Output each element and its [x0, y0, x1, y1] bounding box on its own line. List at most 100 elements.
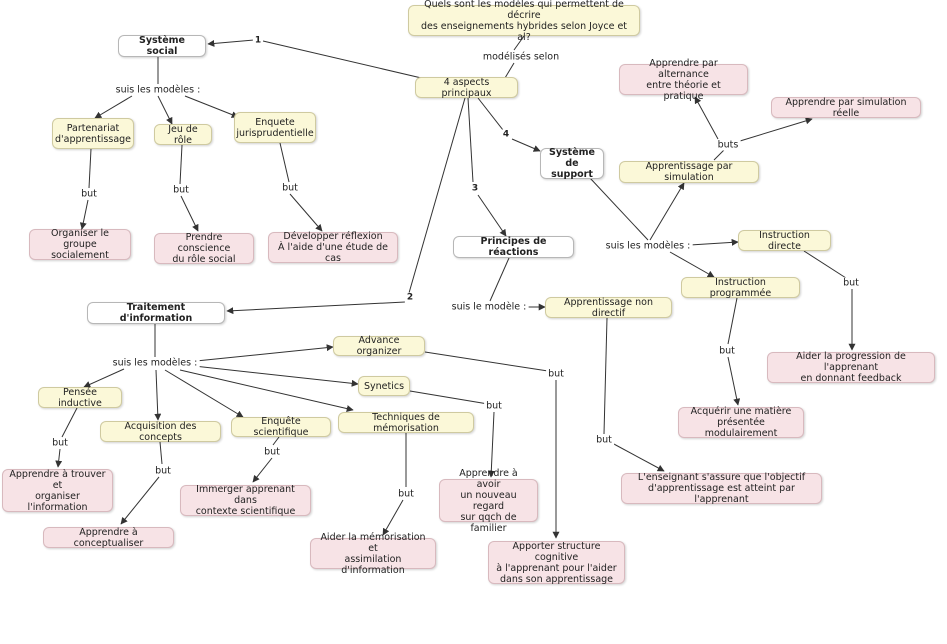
- link-aspects-num2: [408, 97, 466, 294]
- acquerir-matiere-node[interactable]: Acquérir une matière présentée modulaire…: [678, 406, 804, 439]
- link-support-suis: [589, 177, 649, 241]
- link-advance-but: [424, 351, 549, 372]
- partenariat-node[interactable]: Partenariat d'apprentissage: [52, 118, 134, 149]
- link-label-suis-social: suis les modèles :: [113, 84, 203, 96]
- link-but-immerger: [252, 457, 273, 483]
- link-pensee-but: [61, 407, 78, 438]
- link-buts-simreelle: [739, 117, 813, 142]
- link-number-1: 1: [252, 35, 264, 47]
- link-label-modelises-selon: modélisés selon: [480, 51, 562, 63]
- principes-reactions-node[interactable]: Principes de réactions: [453, 236, 574, 258]
- aider-progression-node[interactable]: Aider la progression de l'apprenant en d…: [767, 351, 935, 384]
- link-suis-directe: [689, 238, 739, 246]
- link-label-but-jeu: but: [171, 184, 191, 196]
- link-suis-simulation: [649, 182, 685, 241]
- link-but-regard: [487, 411, 495, 478]
- link-prog-but: [727, 297, 738, 345]
- apporter-structure-node[interactable]: Apporter structure cognitive à l'apprena…: [488, 541, 625, 585]
- link-label-suis-info: suis les modèles :: [110, 357, 200, 369]
- link-label-buts-simulation: buts: [715, 139, 741, 151]
- acquisition-concepts-node[interactable]: Acquisition des concepts: [100, 421, 221, 443]
- link-but-conceptualiser: [120, 476, 160, 525]
- organiser-groupe-node[interactable]: Organiser le groupe socialement: [29, 228, 131, 261]
- enseignant-assure-node[interactable]: L'enseignant s'assure que l'objectif d'a…: [621, 472, 822, 505]
- link-but-trouver: [55, 448, 63, 468]
- link-question-aspects-2: [504, 62, 515, 79]
- link-jeu-but: [179, 144, 183, 185]
- link-buts-alternance: [694, 96, 719, 140]
- link-label-but-directe: but: [841, 277, 861, 289]
- systeme-support-node[interactable]: Système de support: [540, 147, 604, 180]
- link-suis-enquete-sci: [164, 369, 244, 418]
- apprendre-conceptualiser-node[interactable]: Apprendre à conceptualiser: [43, 527, 174, 549]
- apprendre-trouver-node[interactable]: Apprendre à trouver et organiser l'infor…: [2, 469, 113, 513]
- link-label-but-advance: but: [546, 368, 566, 380]
- link-number-4: 4: [500, 129, 512, 141]
- app-alternance-node[interactable]: Apprendre par alternance entre théorie e…: [619, 58, 748, 102]
- synetics-node[interactable]: Synetics: [358, 376, 410, 396]
- link-label-but-non-directif: but: [594, 434, 614, 446]
- link-num3-principes: [477, 194, 507, 237]
- app-sim-reelle-node[interactable]: Apprendre par simulation réelle: [771, 97, 921, 119]
- link-label-but-enquete-sci: but: [262, 446, 282, 458]
- link-suis-techniques: [179, 369, 354, 412]
- link-number-3: 3: [469, 183, 481, 195]
- link-suis-advance: [195, 344, 334, 362]
- link-principes-suis: [489, 257, 510, 302]
- app-simulation-node[interactable]: Apprentissage par simulation: [619, 161, 759, 183]
- traitement-info-node[interactable]: Traitement d'information: [87, 302, 225, 324]
- link-suis-synetics: [193, 365, 359, 387]
- link-but-aider-memo: [382, 499, 404, 536]
- question-node[interactable]: Quels sont les modèles qui permettent de…: [408, 0, 640, 43]
- prendre-conscience-node[interactable]: Prendre conscience du rôle social: [154, 232, 254, 265]
- link-suis-acquisition: [154, 369, 162, 421]
- link-directe-but: [803, 250, 847, 279]
- link-but-developper: [289, 193, 323, 232]
- enquete-juris-node[interactable]: Enquete jurisprudentielle: [234, 112, 316, 143]
- link-suis-enquete: [184, 95, 239, 118]
- link-label-but-synetics: but: [484, 400, 504, 412]
- instruction-directe-node[interactable]: Instruction directe: [738, 230, 831, 252]
- link-acquisition-but: [159, 441, 163, 465]
- link-label-but-prog: but: [717, 345, 737, 357]
- link-label-suis-support: suis les modèles :: [603, 240, 693, 252]
- link-aspects-num3: [467, 97, 474, 183]
- systeme-social-node[interactable]: Système social: [118, 35, 206, 57]
- link-label-but-techniques: but: [396, 488, 416, 500]
- link-but-enseignant: [611, 442, 665, 472]
- link-enquete-but: [279, 142, 290, 183]
- immerger-node[interactable]: Immerger apprenant dans contexte scienti…: [180, 484, 311, 517]
- aider-memorisation-node[interactable]: Aider la mémorisation et assimilation d'…: [310, 532, 436, 576]
- techniques-memo-node[interactable]: Techniques de mémorisation: [338, 412, 474, 434]
- link-simulation-buts: [713, 149, 725, 161]
- enquete-scientifique-node[interactable]: Enquête scientifique: [231, 416, 331, 438]
- link-suis-partenariat: [94, 95, 133, 119]
- link-synetics-but: [409, 390, 489, 405]
- link-aspects-num1: [262, 40, 431, 81]
- link-num1-social: [207, 39, 255, 47]
- aspects-node[interactable]: 4 aspects principaux: [415, 77, 518, 99]
- instruction-prog-node[interactable]: Instruction programmée: [681, 277, 800, 299]
- advance-organizer-node[interactable]: Advance organizer: [333, 335, 425, 357]
- link-label-but-acquisition: but: [153, 465, 173, 477]
- link-label-but-partenariat: but: [79, 188, 99, 200]
- link-enquete-sci-but: [272, 436, 280, 446]
- link-label-suis-le-modele: suis le modèle :: [449, 301, 529, 313]
- link-num4-support: [511, 138, 541, 152]
- link-num2-traitement: [226, 301, 406, 315]
- apprendre-regard-node[interactable]: Apprendre à avoir un nouveau regard sur …: [439, 468, 538, 534]
- app-non-directif-node[interactable]: Apprentissage non directif: [545, 297, 672, 319]
- link-suis-jeu: [157, 95, 173, 125]
- link-label-but-pensee: but: [50, 437, 70, 449]
- link-suis-prog: [669, 251, 715, 278]
- link-but-acquerir: [727, 356, 741, 406]
- link-label-but-enquete: but: [280, 182, 300, 194]
- jeu-role-node[interactable]: Jeu de rôle: [154, 124, 212, 146]
- link-aspects-num4: [477, 97, 504, 131]
- developper-reflexion-node[interactable]: Développer réflexion À l'aide d'une étud…: [268, 231, 398, 264]
- pensee-inductive-node[interactable]: Pensée inductive: [38, 387, 122, 409]
- link-suis-pensee: [83, 368, 125, 388]
- link-number-2: 2: [404, 292, 416, 304]
- link-but-organiser: [79, 199, 89, 230]
